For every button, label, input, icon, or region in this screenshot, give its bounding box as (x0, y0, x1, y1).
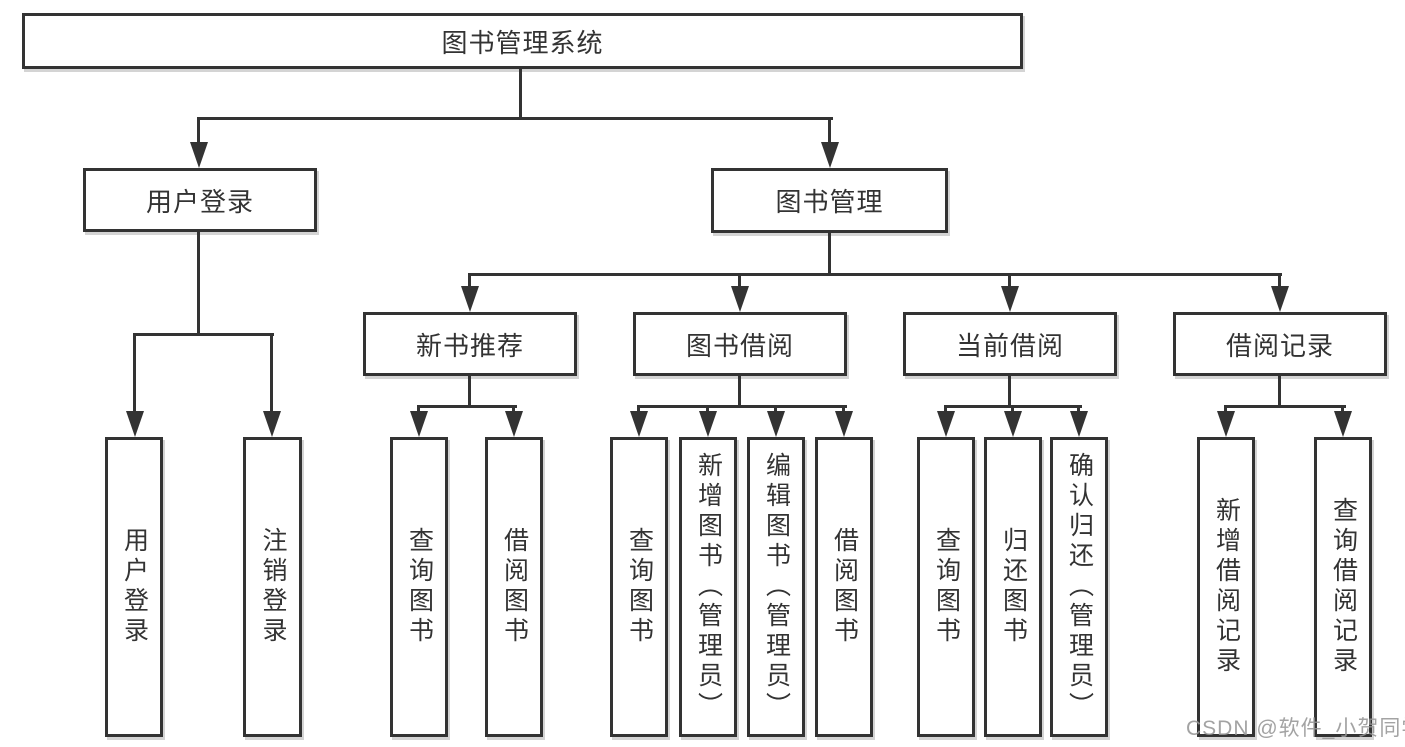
connector-line (1008, 376, 1011, 408)
node-label: 借阅图书 (500, 527, 529, 647)
node-book-management-system: 图书管理系统 (22, 13, 1023, 69)
node-label: 用户登录 (145, 186, 254, 217)
connector-line (706, 405, 709, 414)
connector-line (468, 376, 471, 408)
leaf-query-books-current: 查询图书 (917, 437, 975, 737)
connector-line (1224, 405, 1346, 408)
watermark: CSDN @软件_小贺同学 (1186, 717, 1405, 740)
connector-line (637, 405, 847, 408)
leaf-add-book-admin: 新增图书（管理员） (679, 437, 737, 737)
arrowhead (767, 411, 785, 437)
node-label: 图书管理 (775, 187, 884, 217)
node-borrow-records: 借阅记录 (1173, 312, 1387, 376)
connector-line (1278, 376, 1281, 408)
connector-line (1278, 273, 1281, 289)
connector-line (133, 333, 136, 413)
node-label: 图书管理系统 (441, 27, 604, 58)
leaf-query-borrow-record: 查询借阅记录 (1314, 437, 1372, 737)
leaf-query-books-recommend: 查询图书 (390, 437, 448, 737)
leaf-logout: 注销登录 (243, 437, 302, 737)
node-label: 用户登录 (120, 527, 149, 647)
node-label: 查询借阅记录 (1329, 497, 1358, 677)
arrowhead (1217, 411, 1235, 437)
arrowhead (630, 411, 648, 437)
connector-line (197, 232, 200, 336)
leaf-add-borrow-record: 新增借阅记录 (1197, 437, 1255, 737)
connector-line (519, 68, 522, 118)
connector-line (1011, 405, 1014, 414)
connector-line (270, 333, 273, 413)
connector-line (468, 273, 1282, 276)
arrowhead (126, 411, 144, 437)
leaf-confirm-return-admin: 确认归还（管理员） (1050, 437, 1108, 737)
connector-line (468, 273, 471, 289)
connector-line (197, 117, 200, 144)
arrowhead (1070, 411, 1088, 437)
node-label: 查询图书 (625, 527, 654, 647)
connector-line (512, 405, 515, 414)
connector-line (417, 405, 420, 414)
node-label: 注销登录 (259, 527, 287, 647)
connector-line (134, 333, 274, 336)
connector-line (738, 376, 741, 408)
leaf-edit-book-admin: 编辑图书（管理员） (747, 437, 805, 737)
connector-line (1341, 405, 1344, 414)
connector-line (842, 405, 845, 414)
connector-line (1077, 405, 1080, 414)
node-label: 查询图书 (932, 527, 961, 647)
connector-line (1224, 405, 1227, 414)
arrowhead (1004, 411, 1022, 437)
arrowhead (410, 411, 428, 437)
connector-line (828, 117, 831, 144)
connector-line (774, 405, 777, 414)
node-book-borrowing: 图书借阅 (633, 312, 847, 376)
leaf-query-books-borrowing: 查询图书 (610, 437, 668, 737)
node-label: 新增借阅记录 (1212, 497, 1241, 677)
arrowhead (505, 411, 523, 437)
node-book-management: 图书管理 (711, 168, 948, 233)
node-new-book-recommend: 新书推荐 (363, 312, 577, 376)
arrowhead (1334, 411, 1352, 437)
arrowhead (461, 286, 479, 312)
node-label: 新增图书（管理员） (694, 452, 723, 722)
connector-line (417, 405, 517, 408)
node-label: 新书推荐 (415, 330, 524, 361)
connector-line (828, 233, 831, 276)
arrowhead (1271, 286, 1289, 312)
node-label: 借阅图书 (830, 527, 859, 647)
node-label: 借阅记录 (1225, 330, 1334, 361)
arrowhead (835, 411, 853, 437)
leaf-return-books: 归还图书 (984, 437, 1042, 737)
connector-line (1008, 273, 1011, 289)
arrowhead (699, 411, 717, 437)
connector-line (198, 117, 833, 120)
connector-line (637, 405, 640, 414)
arrowhead (937, 411, 955, 437)
node-label: 归还图书 (999, 527, 1028, 647)
node-label: 当前借阅 (955, 330, 1064, 361)
leaf-borrow-books-recommend: 借阅图书 (485, 437, 543, 737)
node-label: 查询图书 (405, 527, 434, 647)
node-user-login: 用户登录 (83, 168, 317, 232)
leaf-user-login: 用户登录 (105, 437, 163, 737)
arrowhead (821, 142, 839, 168)
node-current-borrowing: 当前借阅 (903, 312, 1117, 376)
arrowhead (1001, 286, 1019, 312)
connector-line (738, 273, 741, 289)
arrowhead (263, 411, 281, 437)
node-label: 图书借阅 (685, 330, 794, 361)
arrowhead (190, 142, 208, 168)
connector-line (944, 405, 947, 414)
node-label: 确认归还（管理员） (1065, 452, 1094, 722)
node-label: 编辑图书（管理员） (762, 452, 791, 722)
arrowhead (731, 286, 749, 312)
leaf-borrow-books-borrowing: 借阅图书 (815, 437, 873, 737)
